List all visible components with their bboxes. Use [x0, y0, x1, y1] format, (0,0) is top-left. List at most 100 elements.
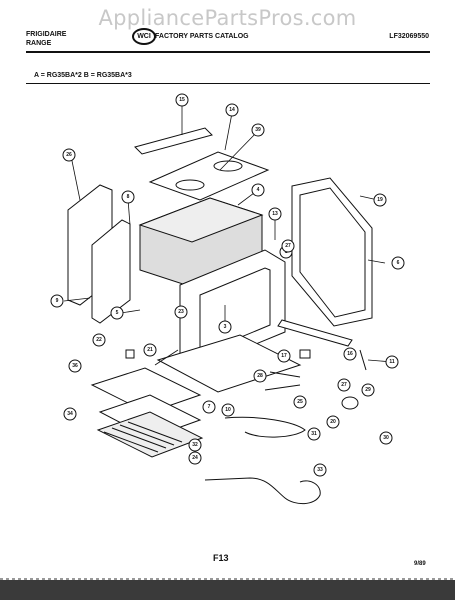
callout-label: 10	[225, 407, 231, 413]
callout-label: 23	[178, 309, 184, 315]
callout-c26: 26	[62, 148, 76, 162]
callout-circle	[188, 438, 202, 452]
callout-c24: 24	[188, 451, 202, 465]
callout-label: 9	[56, 298, 59, 304]
bottom-rail	[277, 319, 353, 347]
callout-c3: 3	[218, 320, 232, 334]
callout-label: 5	[116, 310, 119, 316]
callout-label: 36	[72, 363, 78, 369]
callout-circle	[251, 123, 265, 137]
callout-c14: 14	[225, 103, 239, 117]
header-rule-top	[26, 51, 430, 53]
callout-label: 29	[365, 387, 371, 393]
callout-label: 19	[377, 197, 383, 203]
callout-c34: 34	[63, 407, 77, 421]
logo-text: WCI	[137, 33, 151, 40]
brand-name: FRIGIDAIRE	[26, 31, 67, 38]
callout-label: 17	[281, 353, 287, 359]
callout-label: 31	[311, 431, 317, 437]
broil-element	[204, 477, 321, 505]
watermark-text: AppliancePartsPros.com	[98, 6, 357, 30]
callout-label: 8	[127, 194, 130, 200]
document-code: LF32069550	[389, 33, 429, 40]
callout-label: 21	[147, 347, 153, 353]
callout-c6: 6	[391, 256, 405, 270]
callout-circle	[385, 355, 399, 369]
callout-circle	[281, 239, 295, 253]
callout-c21: 21	[143, 343, 157, 357]
callout-label: 4	[257, 187, 260, 193]
callout-circle	[343, 347, 357, 361]
callout-label: 30	[383, 435, 389, 441]
callout-label: 27	[341, 382, 347, 388]
callout-c16: 16	[343, 347, 357, 361]
callout-label: 15	[179, 97, 185, 103]
scan-edge-pattern	[0, 578, 455, 581]
callout-circle	[68, 359, 82, 373]
callout-c13: 13	[268, 207, 282, 221]
callout-c27a: 27	[281, 239, 295, 253]
callout-c9: 9	[50, 294, 64, 308]
callout-circle	[277, 349, 291, 363]
callout-circle	[379, 431, 393, 445]
callout-label: 16	[347, 351, 353, 357]
callout-circle	[293, 395, 307, 409]
callout-circle	[337, 378, 351, 392]
callout-c31: 31	[307, 427, 321, 441]
callout-circle	[62, 148, 76, 162]
callout-c27b: 27	[337, 378, 351, 392]
scan-bottom-edge	[0, 580, 455, 600]
callout-circle	[121, 190, 135, 204]
callout-label: 34	[67, 411, 73, 417]
callout-label: 6	[397, 260, 400, 266]
callout-circle	[143, 343, 157, 357]
callout-circle	[253, 369, 267, 383]
callout-c25: 25	[293, 395, 307, 409]
burner-cutout-left	[175, 179, 205, 191]
callout-c7: 7	[202, 400, 216, 414]
callout-label: 20	[330, 419, 336, 425]
callout-label: 28	[257, 373, 263, 379]
callout-label: 13	[272, 211, 278, 217]
product-type: RANGE	[26, 40, 52, 47]
callout-c10: 10	[221, 403, 235, 417]
callout-c19: 19	[373, 193, 387, 207]
callout-label: 3	[224, 324, 227, 330]
figure-number: F13	[213, 553, 229, 563]
callout-label: 22	[96, 337, 102, 343]
part-29-knob	[341, 396, 359, 410]
callout-c17: 17	[277, 349, 291, 363]
oven-rack	[96, 411, 204, 458]
callout-label: 7	[208, 404, 211, 410]
cooktop-panel	[148, 151, 270, 201]
callout-label: 26	[66, 152, 72, 158]
callout-circle	[251, 183, 265, 197]
callout-c5: 5	[110, 306, 124, 320]
callout-circle	[202, 400, 216, 414]
revision-date: 9/89	[414, 561, 426, 567]
model-numbers: A = RG35BA*2 B = RG35BA*3	[34, 72, 132, 79]
callout-circle	[175, 93, 189, 107]
header-rule-bottom	[26, 83, 430, 84]
callout-label: 24	[192, 455, 198, 461]
callout-c36: 36	[68, 359, 82, 373]
callout-circle	[221, 403, 235, 417]
callout-c23: 23	[174, 305, 188, 319]
callout-c29: 29	[361, 383, 375, 397]
inner-left-panel	[91, 219, 131, 324]
callout-c33: 33	[313, 463, 327, 477]
callout-circle	[218, 320, 232, 334]
burner-cutout-right	[213, 160, 243, 172]
oven-bottom-panel	[156, 334, 302, 393]
callout-label: 32	[192, 442, 198, 448]
callout-c39: 39	[251, 123, 265, 137]
top-trim-strip	[134, 127, 213, 155]
callout-circle	[92, 333, 106, 347]
part-17	[299, 349, 311, 359]
callout-circle	[174, 305, 188, 319]
callout-circle	[110, 306, 124, 320]
wci-logo: WCI	[132, 28, 156, 45]
callout-label: 39	[255, 127, 261, 133]
callout-circle	[307, 427, 321, 441]
